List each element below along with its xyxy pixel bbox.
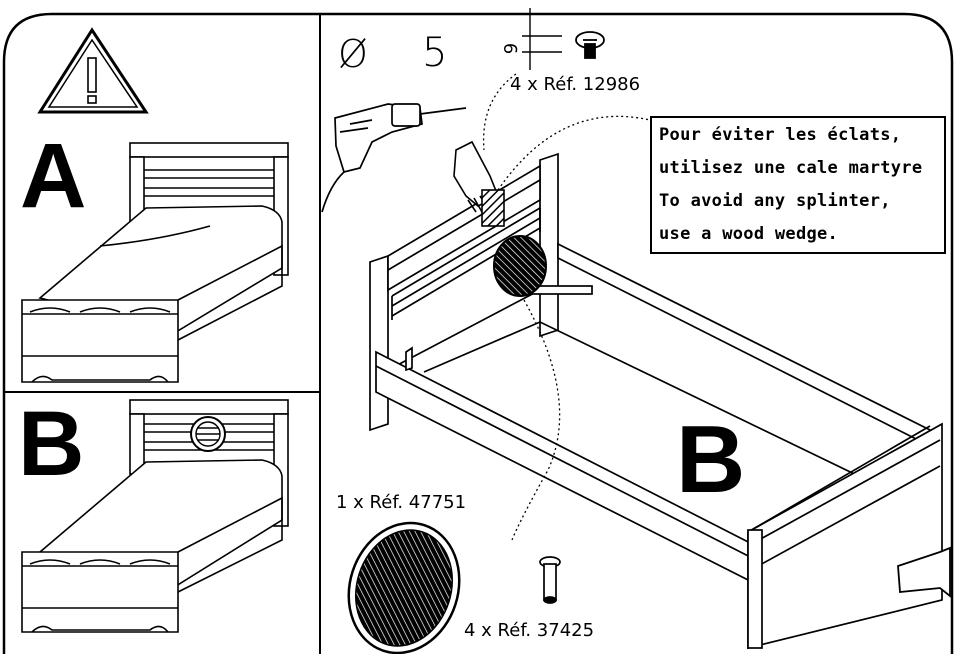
- screw-icon: [575, 31, 605, 59]
- page-frame: [2, 12, 954, 654]
- bed-diagram-a: [21, 142, 289, 383]
- screw-part-label: 4 x Réf. 12986: [510, 74, 641, 95]
- note-line-2: utilisez une cale martyre: [659, 158, 923, 178]
- vent-grille-large: [347, 521, 461, 654]
- panel-letter-a: A: [20, 125, 87, 227]
- dowel-part-label: 4 x Réf. 37425: [464, 620, 595, 641]
- main-panel-letter-b: B: [676, 406, 746, 513]
- dimension-marker: [522, 8, 562, 70]
- vent-grille-on-headboard: [493, 235, 547, 297]
- power-drill-icon: [321, 103, 467, 213]
- warning-triangle-icon: [37, 27, 149, 114]
- vent-grille-icon-small: [190, 416, 226, 452]
- bed-assembly-diagram: [369, 152, 943, 650]
- grille-part-label: 1 x Réf. 47751: [336, 492, 467, 513]
- bed-diagram-b: [21, 399, 289, 633]
- hand-with-wood-wedge: [453, 140, 505, 227]
- drill-diameter-symbol: Ø: [338, 32, 368, 76]
- guide-lines: [482, 73, 651, 541]
- note-line-3: To avoid any splinter,: [659, 191, 891, 211]
- arrow-icon: [897, 546, 951, 598]
- note-line-4: use a wood wedge.: [659, 224, 839, 244]
- drill-diameter-value: 5: [422, 30, 448, 76]
- wood-wedge-note: Pour éviter les éclats, utilisez une cal…: [650, 116, 946, 254]
- dowel-icon: [539, 556, 561, 604]
- panel-letter-b: B: [18, 393, 85, 495]
- dimension-label: 9: [501, 42, 523, 55]
- note-line-1: Pour éviter les éclats,: [659, 125, 902, 145]
